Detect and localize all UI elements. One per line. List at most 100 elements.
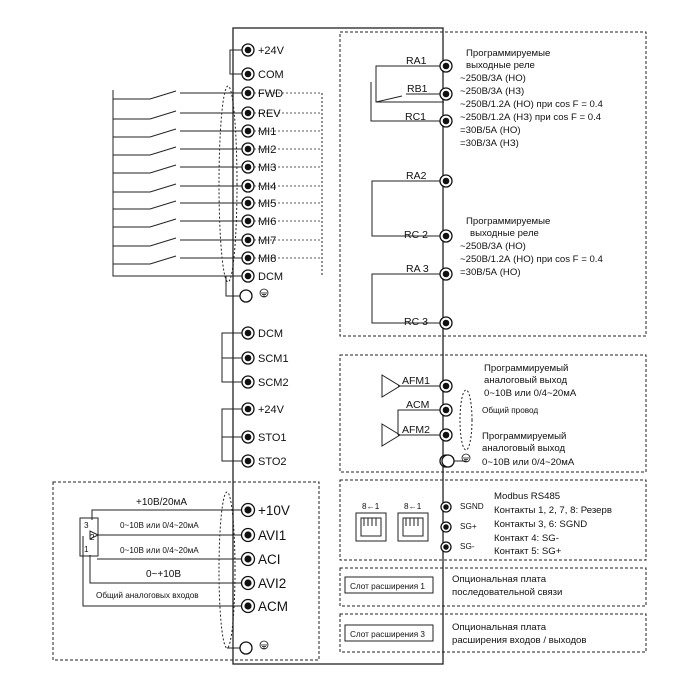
terminal-comm-0 <box>440 501 452 513</box>
pot-pin-3: 3 <box>84 521 89 530</box>
terminal-analog-in-label-2: ACI <box>258 552 281 567</box>
terminal-left-label-11: MI8 <box>258 253 276 265</box>
switch-lever-7 <box>113 218 177 228</box>
terminal-safety-2 <box>241 375 255 389</box>
terminal-safety-5 <box>241 454 255 468</box>
terminal-analog-in-label-4: ACM <box>258 599 288 614</box>
terminal-safety-label-3: +24V <box>258 404 285 416</box>
terminal-analog-in-0-core <box>244 506 252 514</box>
terminal-relay-3-core <box>442 177 450 185</box>
relay-note-1-line-1: Программируемые <box>466 48 550 59</box>
plus10-note: +10В/20мА <box>136 497 187 508</box>
relay-note-2-line-2: выходные реле <box>470 228 539 239</box>
terminal-left-4 <box>241 124 255 138</box>
terminal-left-label-1: COM <box>258 69 284 81</box>
aci-note: 0~10В или 0/4~20мА <box>120 546 199 555</box>
terminal-left-5-core <box>244 145 252 153</box>
sgplus-label: SG+ <box>460 522 477 531</box>
relay-note-1-line-7: =30В/5А (НО) <box>460 125 521 136</box>
acm-out-note: Общий провод <box>482 406 538 415</box>
ground-mark-1 <box>261 644 267 649</box>
ground-icon-0 <box>259 288 269 298</box>
inverter-body <box>232 27 444 665</box>
terminal-analog-out-1-core <box>442 406 450 414</box>
terminal-safety-5-core <box>244 457 252 465</box>
relay-note-1-line-6: ~250В/1.2А (НЗ) при cos F = 0.4 <box>460 112 602 123</box>
ground-ring-2 <box>441 454 455 468</box>
slot3-box <box>339 613 647 653</box>
switch-lever-9 <box>113 255 177 265</box>
comm-note-line-2: Контакты 1, 2, 7, 8: Резерв <box>494 505 612 516</box>
input-switches <box>113 90 322 265</box>
switch-lever-4 <box>113 164 177 174</box>
terminal-left-12-core <box>244 272 252 280</box>
terminal-analog-in-1 <box>240 527 256 543</box>
terminal-safety-4 <box>241 430 255 444</box>
switch-lever-6 <box>113 200 177 210</box>
terminal-left-label-6: MI3 <box>258 162 276 174</box>
avi2-note: 0~+10В <box>146 569 181 580</box>
terminal-analog-in-0 <box>240 502 256 518</box>
terminal-comm-1 <box>440 521 452 533</box>
terminal-left-8 <box>241 196 255 210</box>
terminal-analog-out-1 <box>439 403 453 417</box>
terminal-safety-2-core <box>244 378 252 386</box>
terminal-left-0 <box>241 43 255 57</box>
ground-mark-2 <box>463 457 469 462</box>
port2-label: 8←1 <box>404 502 422 511</box>
terminal-comm-2-core <box>443 544 449 550</box>
terminal-left-label-7: MI4 <box>258 181 276 193</box>
terminal-relay-6 <box>439 316 453 330</box>
terminal-analog-in-4 <box>240 598 256 614</box>
terminal-left-label-0: +24V <box>258 45 285 57</box>
sgnd-label: SGND <box>460 502 484 511</box>
terminal-relay-5-core <box>442 270 450 278</box>
relay-note-1-line-2: выходные реле <box>466 60 535 71</box>
terminal-safety-3 <box>241 402 255 416</box>
terminal-analog-in-2 <box>240 551 256 567</box>
terminal-left-5 <box>241 142 255 156</box>
terminal-left-9-core <box>244 217 252 225</box>
slot1-box <box>339 567 647 607</box>
relay-label-ra2: RA2 <box>406 170 427 182</box>
slot3-label: Слот расширения 3 <box>350 630 425 639</box>
relay-note-2-line-5: =30В/5А (НО) <box>460 267 521 278</box>
terminal-left-3-core <box>244 109 252 117</box>
terminal-relay-1 <box>439 87 453 101</box>
terminal-left-10 <box>241 233 255 247</box>
terminal-left-3 <box>241 106 255 120</box>
ground-symbols <box>239 288 471 655</box>
terminal-left-0-core <box>244 46 252 54</box>
switch-lever-1 <box>113 110 177 120</box>
acm-in-note: Общий аналоговых входов <box>96 591 199 600</box>
pot-pin-1: 1 <box>84 545 89 554</box>
pot-pin-2: 2 <box>90 533 95 542</box>
ground-icon-1 <box>259 640 269 650</box>
terminal-left-1 <box>241 67 255 81</box>
slot1-label: Слот расширения 1 <box>350 582 425 591</box>
comm-box <box>339 479 647 561</box>
terminal-analog-in-1-core <box>244 531 252 539</box>
relay-note-2-line-1: Программируемые <box>466 216 550 227</box>
terminal-relay-4-core <box>442 232 450 240</box>
analog-output-box <box>339 354 647 473</box>
static-wiring <box>79 49 473 649</box>
terminal-analog-in-label-3: AVI2 <box>258 576 286 591</box>
relay-label-rc1: RC1 <box>405 111 426 123</box>
comm-note-line-1: Modbus RS485 <box>494 491 560 502</box>
afm1-note-line-2: аналоговый выход <box>484 375 567 386</box>
analog-input-box <box>52 481 320 661</box>
comm-note-line-3: Контакты 3, 6: SGND <box>494 519 587 530</box>
relay-label-rc2: RC 2 <box>404 229 428 241</box>
switch-lever-8 <box>113 237 177 247</box>
relay-label-rb1: RB1 <box>407 83 428 95</box>
terminal-comm-2 <box>440 541 452 553</box>
switch-lever-3 <box>113 146 177 156</box>
terminal-relay-3 <box>439 174 453 188</box>
terminal-relay-6-core <box>442 319 450 327</box>
terminal-safety-label-0: DCM <box>258 328 283 340</box>
terminal-left-label-4: MI1 <box>258 126 276 138</box>
relay-label-rc3: RC 3 <box>404 316 428 328</box>
terminal-safety-label-4: STO1 <box>258 432 287 444</box>
terminal-left-6 <box>241 160 255 174</box>
